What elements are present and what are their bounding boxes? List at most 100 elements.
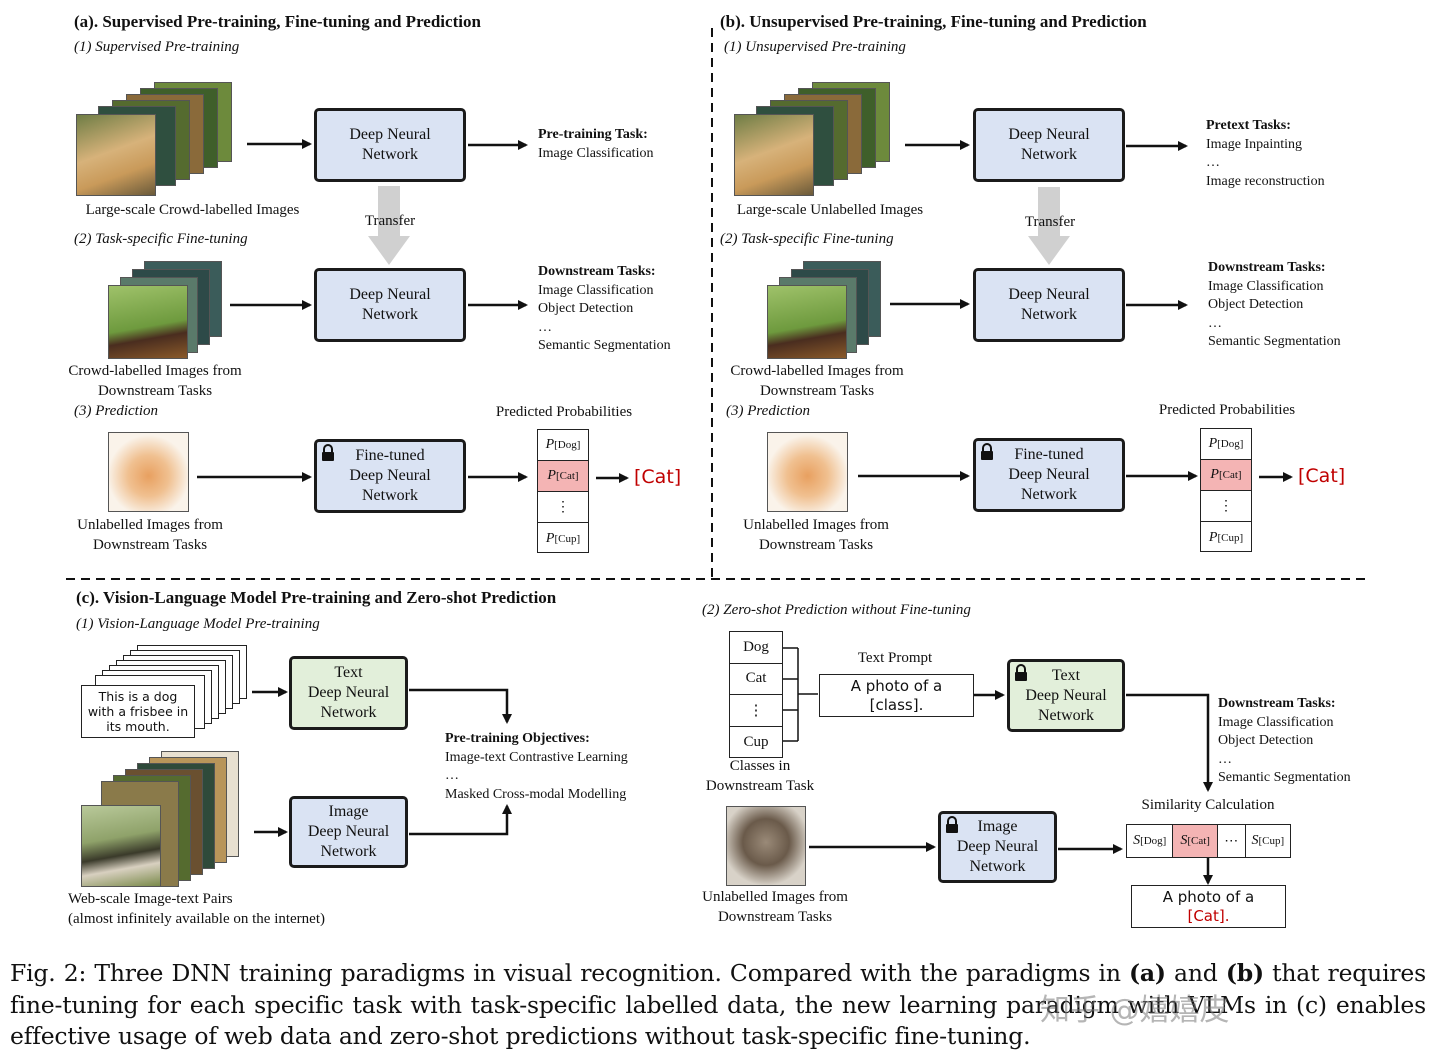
panel-b-transfer: Transfer xyxy=(1024,214,1076,230)
lock-icon xyxy=(946,816,958,833)
prob-cat: P[Cat] xyxy=(538,461,588,492)
panel-a-title: (a). Supervised Pre-training, Fine-tunin… xyxy=(74,12,481,31)
panel-b-img2-caption: Crowd-labelled Images from Downstream Ta… xyxy=(702,361,932,401)
panel-c-pairs-caption: Web-scale Image-text Pairs (almost infin… xyxy=(68,889,325,929)
panel-b-dnn3: Fine-tuned Deep Neural Network xyxy=(973,438,1125,512)
panel-a-result: [Cat] xyxy=(634,466,682,488)
diagram-connectors xyxy=(66,28,1366,885)
dnn-label-line1: Deep Neural xyxy=(1008,286,1090,303)
kitten-photo xyxy=(767,432,848,512)
task-item: Semantic Segmentation xyxy=(1208,334,1341,349)
downstream-image-stack xyxy=(108,261,226,359)
task-item: Image Classification xyxy=(538,145,654,161)
panel-b-result: [Cat] xyxy=(1298,465,1346,487)
lock-icon xyxy=(981,443,993,460)
caption-suffix: that requires fine-tuning for each speci… xyxy=(10,959,1426,1050)
dnn-label-line1: Fine-tuned xyxy=(1014,446,1084,463)
dnn-label-line2: Network xyxy=(1021,306,1077,323)
objective-item: … xyxy=(445,768,459,783)
caption-and: and xyxy=(1165,959,1226,987)
task-heading: Downstream Tasks: xyxy=(1208,260,1326,275)
task-item: Object Detection xyxy=(1208,297,1304,312)
text-card-stack: This is a dog with a frisbee in its mout… xyxy=(81,645,249,738)
task-item: Image Classification xyxy=(538,282,654,298)
dnn-label-line2: Deep Neural xyxy=(349,467,431,484)
dnn-label-line2: Deep Neural xyxy=(307,823,390,840)
dnn-label-line1: Deep Neural xyxy=(1008,126,1090,143)
running-dog-photo xyxy=(108,285,188,359)
panel-a-step1: (1) Supervised Pre-training xyxy=(74,39,240,55)
dnn-label-line1: Fine-tuned xyxy=(355,447,425,464)
task-item: Image reconstruction xyxy=(1206,173,1325,189)
panel-b-task2: Downstream Tasks: Image Classification O… xyxy=(1208,259,1341,352)
caption-line2: Downstream Task xyxy=(705,778,815,794)
zs-unlabelled-caption: Unlabelled Images from Downstream Tasks xyxy=(680,887,870,927)
panel-b-img3-caption: Unlabelled Images from Downstream Tasks xyxy=(706,515,926,555)
panel-b-title: (b). Unsupervised Pre-training, Fine-tun… xyxy=(720,12,1147,31)
text-prompt-label: Text Prompt xyxy=(857,650,933,666)
crowd-labelled-image-stack xyxy=(76,82,236,196)
panel-b-step3: (3) Prediction xyxy=(726,403,811,419)
prob-ellipsis: ⋮ xyxy=(538,492,588,523)
prob-cat: P[Cat] xyxy=(1201,460,1251,491)
dnn-label-line3: Network xyxy=(1021,486,1077,503)
caption-line1: Crowd-labelled Images from xyxy=(68,363,242,379)
dnn-label-line1: Text xyxy=(1051,666,1081,684)
caption-line1: Unlabelled Images from xyxy=(702,889,848,905)
task-item: Semantic Segmentation xyxy=(538,338,671,353)
caption-line2: Downstream Tasks xyxy=(97,383,213,399)
watermark: 知乎 @嬉嬉皮 xyxy=(1040,993,1230,1028)
task-item: … xyxy=(1218,751,1232,767)
zs-output-box: A photo of a [Cat]. xyxy=(1131,885,1286,928)
dnn-label-line1: Image xyxy=(977,818,1018,835)
output-line2: [Cat]. xyxy=(1187,906,1230,925)
unlabelled-image-stack xyxy=(734,82,894,196)
caption-line1: Crowd-labelled Images from xyxy=(730,363,904,379)
running-dog-photo xyxy=(767,285,847,359)
lock-icon xyxy=(1015,664,1027,681)
panel-c-title: (c). Vision-Language Model Pre-training … xyxy=(76,588,557,607)
prompt-line2: [class]. xyxy=(869,695,924,714)
caption-line2: Downstream Tasks xyxy=(717,909,833,925)
lock-icon xyxy=(322,444,334,461)
text-card: This is a dog with a frisbee in its mout… xyxy=(81,685,195,738)
panel-b-prob-title: Predicted Probabilities xyxy=(1158,402,1296,418)
dnn-label-line2: Deep Neural xyxy=(1025,686,1107,704)
dnn-label-line2: Deep Neural xyxy=(307,684,390,701)
objectives-heading: Pre-training Objectives: xyxy=(445,731,590,746)
dnn-label-line2: Network xyxy=(362,146,418,163)
panel-c-objectives: Pre-training Objectives: Image-text Cont… xyxy=(445,730,628,804)
panel-a-step3: (3) Prediction xyxy=(74,403,159,419)
text-card-line3: its mouth. xyxy=(106,719,170,734)
caption-line1: Classes in xyxy=(729,758,791,774)
panel-a-dnn1: Deep Neural Network xyxy=(314,108,466,182)
task-item: … xyxy=(1208,315,1222,331)
similarity-row: S[Dog] S[Cat] ⋯ S[Cup] xyxy=(1126,824,1291,858)
panel-b-dnn2: Deep Neural Network xyxy=(973,268,1125,342)
panel-b-step2: (2) Task-specific Fine-tuning xyxy=(720,231,894,247)
dnn-label-line2: Deep Neural xyxy=(956,838,1039,855)
task-item: Semantic Segmentation xyxy=(1218,770,1351,785)
dnn-label-line1: Deep Neural xyxy=(349,286,431,303)
sim-ellipsis: ⋯ xyxy=(1218,825,1246,857)
text-prompt-box: A photo of a [class]. xyxy=(819,674,974,717)
panel-a-prob-column: P[Dog] P[Cat] ⋮ P[Cup] xyxy=(537,429,589,553)
similarity-label: Similarity Calculation xyxy=(1141,797,1275,813)
dnn-label-line2: Network xyxy=(362,306,418,323)
sim-cat: S[Cat] xyxy=(1173,825,1218,857)
panel-b-dnn1: Deep Neural Network xyxy=(973,108,1125,182)
dnn-label-line3: Network xyxy=(362,487,418,504)
dog-photo xyxy=(734,114,814,196)
dnn-label-line3: Network xyxy=(320,843,377,860)
task-item: Image Inpainting xyxy=(1206,136,1303,152)
panel-c-step2: (2) Zero-shot Prediction without Fine-tu… xyxy=(702,602,971,618)
dnn-label-line3: Network xyxy=(320,704,377,721)
downstream-image-stack xyxy=(767,261,885,359)
panel-a-task2: Downstream Tasks: Image Classification O… xyxy=(538,263,671,356)
panel-a-transfer: Transfer xyxy=(364,213,416,229)
prompt-line1: A photo of a xyxy=(850,676,943,695)
panel-a-dnn3: Fine-tuned Deep Neural Network xyxy=(314,439,466,513)
transfer-arrow-b xyxy=(1028,187,1070,265)
caption-line2: Downstream Tasks xyxy=(758,537,874,553)
panel-c-text-dnn: Text Deep Neural Network xyxy=(289,656,408,730)
